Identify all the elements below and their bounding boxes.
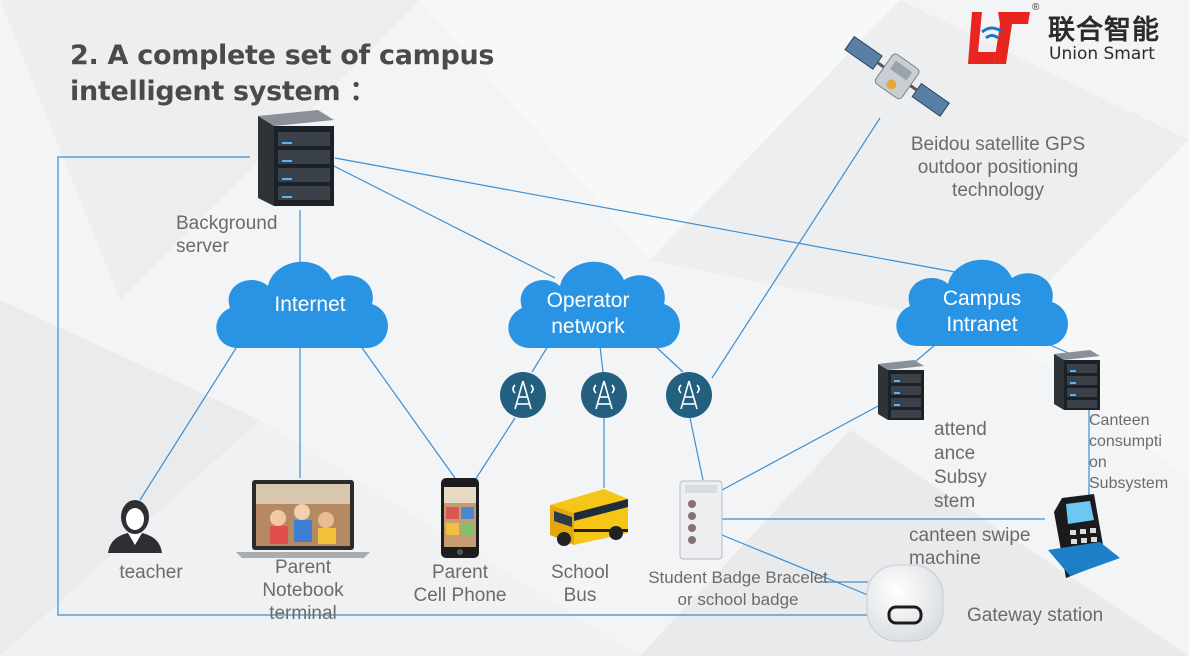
attendance-subsystem-label: attend ance Subsy stem bbox=[934, 419, 987, 512]
satellite-label: Beidou satellite GPS outdoor positioning… bbox=[910, 134, 1086, 201]
parent-notebook-label: Parent Notebook terminal bbox=[262, 557, 344, 624]
phone-icon bbox=[441, 478, 479, 558]
parent-phone-label: Parent Cell Phone bbox=[413, 562, 507, 606]
attendance-server-icon bbox=[878, 360, 924, 420]
teacher-icon bbox=[108, 500, 162, 553]
internet-cloud-icon bbox=[216, 261, 388, 348]
background-server-label: Background server bbox=[176, 213, 278, 257]
page-title: 2. A complete set of campus intelligent … bbox=[70, 40, 495, 107]
laptop-icon bbox=[236, 480, 370, 558]
cell-tower-icon bbox=[581, 372, 627, 418]
school-bus-icon bbox=[550, 489, 628, 546]
student-badge-label: Student Badge Bracelet or school badge bbox=[648, 568, 828, 609]
union-smart-logo bbox=[968, 6, 1030, 70]
logo-brand-cn: 联合智能 bbox=[1048, 15, 1160, 46]
logo-brand-en: Union Smart bbox=[1049, 44, 1155, 64]
internet-cloud-label: Internet bbox=[274, 293, 346, 316]
teacher-label: teacher bbox=[119, 562, 183, 583]
canteen-server-icon bbox=[1054, 350, 1100, 410]
registered-mark: ® bbox=[1032, 2, 1040, 13]
logo-mark-icon bbox=[968, 12, 1030, 64]
satellite-icon bbox=[836, 28, 956, 131]
canteen-subsystem-label: Canteen consumpti on Subsystem bbox=[1089, 412, 1169, 492]
campus-cloud-icon bbox=[896, 259, 1068, 346]
background-server-icon bbox=[248, 108, 338, 213]
canteen-swipe-label: canteen swipe machine bbox=[909, 525, 1031, 569]
cell-tower-icon bbox=[666, 372, 712, 418]
pos-terminal-icon bbox=[1048, 494, 1120, 578]
cell-tower-icon bbox=[500, 372, 546, 418]
operator-cloud-label: Operator network bbox=[546, 289, 630, 338]
school-bus-label: School Bus bbox=[550, 562, 610, 606]
gateway-station-label: Gateway station bbox=[967, 605, 1104, 626]
operator-cloud-icon bbox=[508, 261, 680, 348]
gateway-station-icon bbox=[866, 564, 944, 642]
campus-cloud-label: Campus Intranet bbox=[942, 287, 1022, 336]
student-badge-icon bbox=[679, 480, 723, 560]
